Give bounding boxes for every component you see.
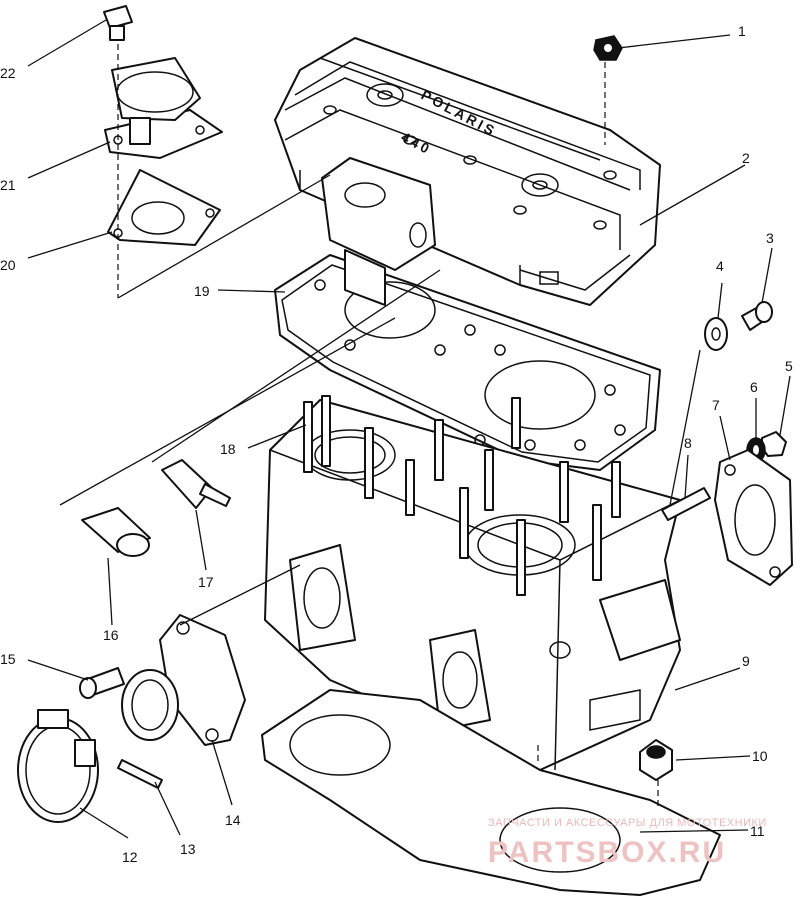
- callout-5: 5: [785, 358, 793, 374]
- callout-18: 18: [220, 441, 236, 457]
- nut-10: [639, 739, 673, 781]
- plug: [81, 507, 151, 557]
- head-gasket: [274, 254, 661, 471]
- leader-lines: [27, 19, 791, 839]
- water-outlet-housing: [321, 157, 436, 306]
- clamp: [17, 709, 99, 823]
- callout-2: 2: [742, 150, 750, 166]
- callout-3: 3: [766, 230, 774, 246]
- stud-8: [661, 487, 711, 521]
- callout-labels: 1 2 3 4 5 6 7 8 9 10 11 12 13 14 15 16 1…: [0, 23, 793, 865]
- callout-20: 20: [0, 257, 16, 273]
- bolt-3: [741, 301, 773, 331]
- callout-4: 4: [716, 258, 724, 274]
- temperature-sensor: [161, 459, 231, 509]
- assembly-lines: [59, 44, 701, 810]
- thermostat-gasket: [107, 169, 221, 246]
- exhaust-gasket: [714, 449, 793, 586]
- washer-4: [704, 317, 728, 351]
- cylinder-studs: [303, 395, 621, 596]
- callout-14: 14: [225, 812, 241, 828]
- carburetor-adaptor: [121, 614, 246, 746]
- bolt-22: [103, 5, 133, 41]
- callout-22: 22: [0, 65, 16, 81]
- base-gasket: [261, 689, 721, 896]
- callout-16: 16: [103, 627, 119, 643]
- nut-1: [593, 35, 623, 61]
- callout-12: 12: [122, 849, 138, 865]
- watermark: ЗАПЧАСТИ И АКСЕССУАРЫ ДЛЯ МОТОТЕХНИКИ PA…: [488, 817, 767, 869]
- nut-5: [761, 431, 787, 457]
- watermark-logo: PARTSBOX.RU: [488, 836, 726, 869]
- callout-17: 17: [198, 574, 214, 590]
- callout-10: 10: [752, 748, 768, 764]
- callout-19: 19: [194, 283, 210, 299]
- watermark-tagline: ЗАПЧАСТИ И АКСЕССУАРЫ ДЛЯ МОТОТЕХНИКИ: [488, 817, 767, 829]
- thermostat-housing: [104, 57, 223, 159]
- callout-15: 15: [0, 651, 16, 667]
- callout-9: 9: [742, 653, 750, 669]
- callout-1: 1: [738, 23, 746, 39]
- callout-7: 7: [712, 397, 720, 413]
- callout-11: 11: [750, 823, 765, 839]
- cylinder-head-cover: POLARIS 440: [274, 37, 661, 306]
- screw-15: [79, 667, 125, 699]
- callout-6: 6: [750, 379, 758, 395]
- callout-13: 13: [180, 841, 196, 857]
- callout-8: 8: [684, 435, 692, 451]
- callout-21: 21: [0, 177, 16, 193]
